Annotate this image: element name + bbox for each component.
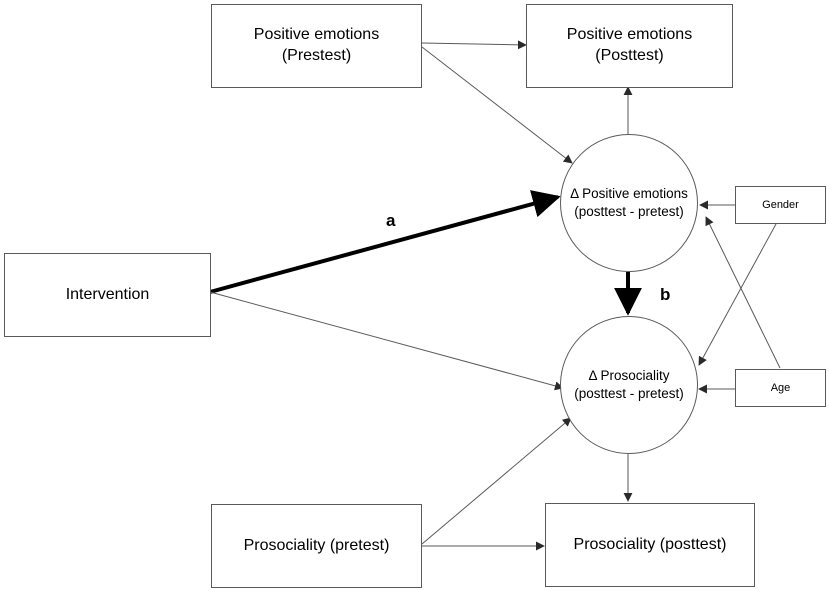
- arrow-pro-pre-to-delta-pro: [421, 417, 572, 545]
- node-label: Prosociality (posttest): [573, 535, 727, 553]
- node-gender: Gender: [735, 186, 826, 224]
- node-delta-positive-emotions: Δ Positive emotions (posttest - pretest): [560, 134, 698, 272]
- path-label-a: a: [386, 211, 396, 230]
- arrow-path-a: [209, 190, 561, 294]
- node-positive-emotions-posttest: Positive emotions (Posttest): [526, 4, 733, 88]
- node-label: Intervention: [65, 285, 150, 303]
- node-prosociality-pretest: Prosociality (pretest): [211, 504, 422, 588]
- arrow-age-to-delta-pos: [705, 216, 781, 369]
- node-prosociality-posttest: Prosociality (posttest): [545, 503, 755, 587]
- node-intervention: Intervention: [4, 253, 211, 337]
- arrow-pos-pre-to-delta-pos: [421, 46, 573, 164]
- node-age: Age: [735, 369, 826, 407]
- node-label: Age: [770, 381, 791, 394]
- node-label-line1: Δ Positive emotions: [570, 186, 688, 202]
- node-label-line2: (Posttest): [595, 47, 664, 64]
- node-label-line1: Positive emotions: [566, 26, 693, 44]
- node-label: Gender: [762, 198, 799, 211]
- node-label-line2: (posttest - pretest): [574, 386, 684, 401]
- node-label-line1: Positive emotions: [253, 26, 380, 44]
- node-label: Prosociality (pretest): [243, 536, 390, 554]
- arrow-intervention-to-delta-pro: [209, 291, 564, 391]
- node-delta-prosociality: Δ Prosociality (posttest - pretest): [560, 316, 698, 454]
- arrow-pos-pre-to-pos-post: [421, 40, 527, 50]
- node-label-line2: (Prestest): [281, 47, 352, 64]
- node-label-line1: Δ Prosociality: [588, 368, 670, 384]
- node-label-line2: (posttest - pretest): [574, 204, 684, 219]
- node-positive-emotions-pretest: Positive emotions (Prestest): [211, 4, 422, 88]
- arrow-gender-to-delta-pro: [698, 223, 777, 366]
- path-label-b: b: [660, 285, 671, 304]
